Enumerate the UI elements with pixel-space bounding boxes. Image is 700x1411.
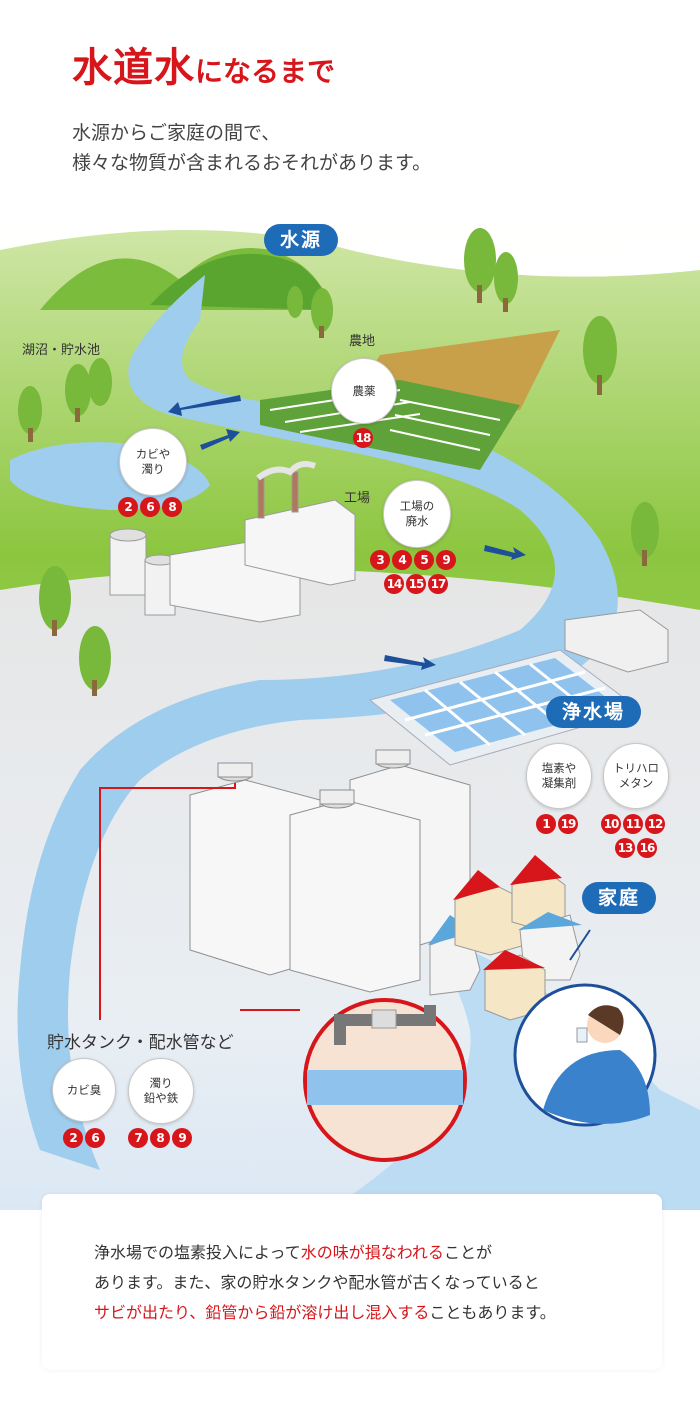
home-tag: 家庭 bbox=[582, 882, 657, 914]
subtitle-line-1: 水源からご家庭の間で、 bbox=[72, 122, 281, 144]
turbid-metal-numbers: 7 8 9 bbox=[128, 1128, 192, 1148]
number-badge: 6 bbox=[140, 497, 160, 517]
bubble-trihalo-line-1: トリハロ bbox=[613, 761, 659, 775]
subtitle-line-2: 様々な物質が含まれるおそれがあります。 bbox=[72, 152, 432, 174]
bubble-mold-odor: カビ臭 bbox=[52, 1058, 116, 1122]
note-text: 浄水場での塩素投入によって水の味が損なわれることが あります。また、家の貯水タン… bbox=[94, 1238, 556, 1328]
flow-arrows bbox=[168, 395, 526, 670]
bubble-mold-odor-line-1: カビ臭 bbox=[66, 1082, 102, 1097]
number-badge: 2 bbox=[63, 1128, 83, 1148]
bubble-factory-waste: 工場の 廃水 bbox=[383, 480, 451, 548]
number-badge: 12 bbox=[645, 814, 665, 834]
bubble-mold-lake-line-2: 濁り bbox=[141, 462, 165, 476]
number-badge: 4 bbox=[392, 550, 412, 570]
number-badge: 10 bbox=[601, 814, 621, 834]
bubble-factory-waste-line-1: 工場の bbox=[399, 499, 435, 513]
note-line-1-after: ことが bbox=[443, 1243, 492, 1262]
bubble-chlorine: 塩素や 凝集剤 bbox=[526, 743, 592, 809]
note-line-1-before: 浄水場での塩素投入によって bbox=[94, 1243, 301, 1262]
factory bbox=[109, 461, 356, 623]
number-badge: 19 bbox=[558, 814, 578, 834]
number-badge: 2 bbox=[118, 497, 138, 517]
trees bbox=[18, 228, 659, 696]
number-badge: 9 bbox=[172, 1128, 192, 1148]
number-badge: 8 bbox=[150, 1128, 170, 1148]
mold-odor-numbers: 2 6 bbox=[63, 1128, 105, 1148]
number-badge: 3 bbox=[370, 550, 390, 570]
river bbox=[17, 275, 618, 1170]
farmland-label: 農地 bbox=[349, 334, 376, 349]
bubble-trihalomethane: トリハロ メタン bbox=[603, 743, 669, 809]
bubble-turbid-metal: 濁り 鉛や鉄 bbox=[128, 1058, 194, 1124]
number-badge: 17 bbox=[428, 574, 448, 594]
note-line-3: サビが出たり、鉛管から鉛が溶け出し混入することもあります。 bbox=[94, 1298, 556, 1328]
bubble-pesticide-line-1: 農薬 bbox=[352, 383, 376, 398]
factory-waste-numbers-row2: 14 15 17 bbox=[384, 574, 448, 594]
trihalo-numbers-row2: 13 16 bbox=[615, 838, 657, 858]
trihalo-numbers: 10 11 12 bbox=[601, 814, 665, 834]
chlorine-numbers: 1 19 bbox=[536, 814, 578, 834]
pipe-closeup bbox=[303, 998, 467, 1162]
bubble-pesticide: 農薬 bbox=[331, 358, 397, 424]
bubble-chlorine-line-2: 凝集剤 bbox=[541, 776, 577, 790]
note-line-2: あります。また、家の貯水タンクや配水管が古くなっていると bbox=[94, 1273, 540, 1292]
number-badge: 5 bbox=[414, 550, 434, 570]
connector-line bbox=[99, 783, 236, 1020]
person-drinking bbox=[513, 929, 657, 1127]
note-line-3-red: サビが出たり、鉛管から鉛が溶け出し混入する bbox=[94, 1303, 430, 1322]
water-treatment-plant bbox=[368, 609, 669, 766]
bubble-mold-lake-line-1: カビや bbox=[135, 447, 171, 461]
number-badge: 15 bbox=[406, 574, 426, 594]
number-badge: 8 bbox=[162, 497, 182, 517]
factory-waste-numbers: 3 4 5 9 bbox=[370, 550, 456, 570]
number-badge: 7 bbox=[128, 1128, 148, 1148]
note-line-1-red: 水の味が損なわれる bbox=[300, 1243, 444, 1262]
page-title: 水道水になるまで bbox=[72, 48, 335, 88]
pesticide-numbers: 18 bbox=[353, 428, 373, 448]
apartment-buildings bbox=[189, 749, 471, 993]
subtitle: 水源からご家庭の間で、 様々な物質が含まれるおそれがあります。 bbox=[72, 118, 431, 178]
number-badge: 9 bbox=[436, 550, 456, 570]
note-line-3-after: こともあります。 bbox=[429, 1303, 556, 1322]
number-badge: 11 bbox=[623, 814, 643, 834]
number-badge: 16 bbox=[637, 838, 657, 858]
title-rest: になるまで bbox=[195, 55, 336, 88]
number-badge: 1 bbox=[536, 814, 556, 834]
title-main: 水道水 bbox=[72, 45, 195, 91]
note-line-1: 浄水場での塩素投入によって水の味が損なわれることが bbox=[94, 1238, 556, 1268]
bubble-mold-lake: カビや 濁り bbox=[119, 428, 187, 496]
water-plant-tag: 浄水場 bbox=[546, 696, 642, 728]
source-tag: 水源 bbox=[264, 224, 339, 256]
lake-label: 湖沼・貯水池 bbox=[22, 343, 101, 358]
factory-label: 工場 bbox=[344, 491, 371, 506]
number-badge: 18 bbox=[353, 428, 373, 448]
mold-lake-numbers: 2 6 8 bbox=[118, 497, 182, 517]
bubble-chlorine-line-1: 塩素や bbox=[541, 761, 577, 775]
note-box: 浄水場での塩素投入によって水の味が損なわれることが あります。また、家の貯水タン… bbox=[42, 1194, 662, 1370]
bubble-turbid-line-1: 濁り bbox=[149, 1076, 173, 1090]
number-badge: 6 bbox=[85, 1128, 105, 1148]
number-badge: 13 bbox=[615, 838, 635, 858]
bubble-trihalo-line-2: メタン bbox=[618, 776, 654, 790]
tank-pipe-label: 貯水タンク・配水管など bbox=[47, 1033, 234, 1053]
bubble-turbid-line-2: 鉛や鉄 bbox=[143, 1091, 179, 1105]
bubble-factory-waste-line-2: 廃水 bbox=[405, 514, 429, 528]
houses bbox=[428, 855, 582, 1021]
number-badge: 14 bbox=[384, 574, 404, 594]
